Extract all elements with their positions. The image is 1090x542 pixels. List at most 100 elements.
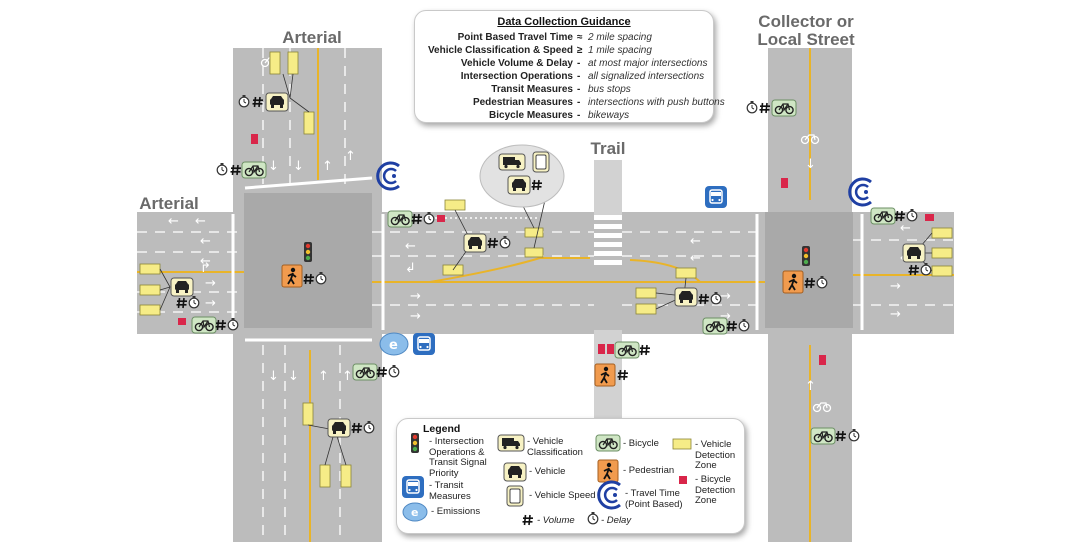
delay-icon xyxy=(388,364,400,378)
legend-title: Legend xyxy=(423,423,461,435)
vehicle-icon xyxy=(503,462,527,482)
bicycle-icon xyxy=(595,434,621,452)
svg-text:↓: ↓ xyxy=(288,369,299,384)
guidance-row: Vehicle Classification & Speed ≥ 1 mile … xyxy=(415,45,713,58)
bicycle-icon xyxy=(352,363,378,381)
vehicle-icon xyxy=(902,243,926,263)
guidance-symbol: - xyxy=(577,84,581,95)
vehicle-icon xyxy=(507,175,531,195)
svg-text:↑: ↑ xyxy=(322,159,333,174)
map-icons: e xyxy=(170,92,932,445)
guidance-symbol: ≈ xyxy=(577,32,583,43)
legend-vehicle-speed: - Vehicle Speed xyxy=(529,490,596,501)
vehicle-zone-swatch xyxy=(672,438,692,450)
label-trail: Trail xyxy=(590,139,626,158)
vehicle-icon xyxy=(170,277,194,297)
legend-bicycle-detection-zone: - Bicycle Detection Zone xyxy=(695,474,736,506)
bicycle-icon xyxy=(614,341,640,359)
stop-bars xyxy=(231,176,864,342)
road-network: ←← ←← ↱ →→ ←↲ →→ ←← →→ ←← →→ ↓↓ ↑↑ ↓↓ ↑↑… xyxy=(137,48,954,542)
travel-time-icon xyxy=(597,480,622,510)
guidance-value: bus stops xyxy=(588,84,631,95)
svg-text:→: → xyxy=(890,279,901,294)
label-collector-line1: Collector or xyxy=(758,12,854,31)
bus-icon xyxy=(704,185,728,209)
legend-emissions: - Emissions xyxy=(431,506,481,517)
legend-pedestrian: - Pedestrian xyxy=(623,465,675,476)
truck-icon xyxy=(497,434,525,452)
svg-text:→: → xyxy=(410,289,421,304)
guidance-row: Intersection Operations - all signalized… xyxy=(415,71,713,84)
legend-vehicle-classification: - Vehicle Classification xyxy=(527,436,583,458)
guidance-row: Vehicle Volume & Delay - at most major i… xyxy=(415,58,713,71)
guidance-title: Data Collection Guidance xyxy=(497,16,631,28)
svg-text:→: → xyxy=(720,289,731,304)
pedestrian-icon xyxy=(281,264,303,288)
svg-text:e: e xyxy=(389,338,398,353)
truck-icon xyxy=(498,153,526,171)
guidance-value: intersections with push buttons xyxy=(588,97,725,108)
svg-text:↓: ↓ xyxy=(805,157,816,172)
trail-crosswalk xyxy=(594,215,622,265)
legend-delay: - Delay xyxy=(601,515,632,526)
emissions-icon: e xyxy=(402,502,428,522)
signal-icon xyxy=(304,242,312,262)
svg-text:↓: ↓ xyxy=(268,369,279,384)
bicycle-icon xyxy=(771,99,797,117)
vehicle-icon xyxy=(674,287,698,307)
svg-text:↲: ↲ xyxy=(405,261,416,276)
svg-text:e: e xyxy=(411,506,418,519)
signal-icon xyxy=(802,246,810,266)
guidance-label: Intersection Operations xyxy=(460,71,573,82)
legend-icons: e xyxy=(401,433,692,526)
svg-text:←: ← xyxy=(168,214,179,229)
label-collector-line2: Local Street xyxy=(757,30,855,49)
volume-icon xyxy=(521,514,534,526)
volume-icon xyxy=(638,344,651,356)
speed-icon xyxy=(506,485,524,507)
guidance-symbol: - xyxy=(577,58,581,69)
lane-arrows: ←← ←← ↱ →→ ←↲ →→ ←← →→ ←← →→ ↓↓ ↑↑ ↓↓ ↑↑… xyxy=(168,149,911,394)
legend-panel: Legend e - Intersection Operations & Tra… xyxy=(396,418,745,534)
guidance-row: Pedestrian Measures - intersections with… xyxy=(415,97,725,110)
bicycle-detection-zones xyxy=(178,134,934,365)
svg-text:←: ← xyxy=(200,254,211,269)
right-intersection xyxy=(765,212,853,328)
legend-vehicle-detection-zone: - Vehicle Detection Zone xyxy=(695,439,736,471)
svg-text:↑: ↑ xyxy=(318,369,329,384)
svg-text:←: ← xyxy=(690,234,701,249)
legend-intersection: - Intersection Operations & Transit Sign… xyxy=(429,436,487,479)
legend-transit: - Transit Measures xyxy=(429,480,471,502)
svg-text:→: → xyxy=(205,276,216,291)
guidance-symbol: - xyxy=(577,97,581,108)
bus-icon xyxy=(401,475,425,499)
lane-lines xyxy=(137,48,954,542)
legend-volume: - Volume xyxy=(537,515,575,526)
svg-text:↑: ↑ xyxy=(342,369,353,384)
svg-text:←: ← xyxy=(690,251,701,266)
guidance-label: Vehicle Classification & Speed xyxy=(427,45,573,56)
pedestrian-icon xyxy=(782,270,804,294)
svg-text:←: ← xyxy=(900,221,911,236)
bicycle-zone-swatch xyxy=(679,476,687,484)
travel-time-icon xyxy=(848,177,873,207)
center-lines xyxy=(137,48,954,542)
guidance-symbol: - xyxy=(577,71,581,82)
guidance-row: Transit Measures - bus stops xyxy=(415,84,713,97)
signal-icon xyxy=(411,433,419,453)
bicycle-icon xyxy=(702,317,728,335)
guidance-label: Bicycle Measures xyxy=(489,110,573,121)
svg-text:↓: ↓ xyxy=(268,159,279,174)
svg-text:↑: ↑ xyxy=(345,149,356,164)
bicycle-icon xyxy=(810,427,836,445)
guidance-value: bikeways xyxy=(588,110,630,121)
svg-text:→: → xyxy=(205,296,216,311)
guidance-label: Transit Measures xyxy=(491,84,573,95)
guidance-row: Bicycle Measures - bikeways xyxy=(415,110,713,123)
svg-text:→: → xyxy=(410,309,421,324)
data-collection-guidance-panel: Data Collection Guidance Point Based Tra… xyxy=(414,10,725,123)
guidance-label: Vehicle Volume & Delay xyxy=(460,58,573,69)
vehicle-icon xyxy=(463,233,487,253)
guidance-label: Pedestrian Measures xyxy=(472,97,573,108)
